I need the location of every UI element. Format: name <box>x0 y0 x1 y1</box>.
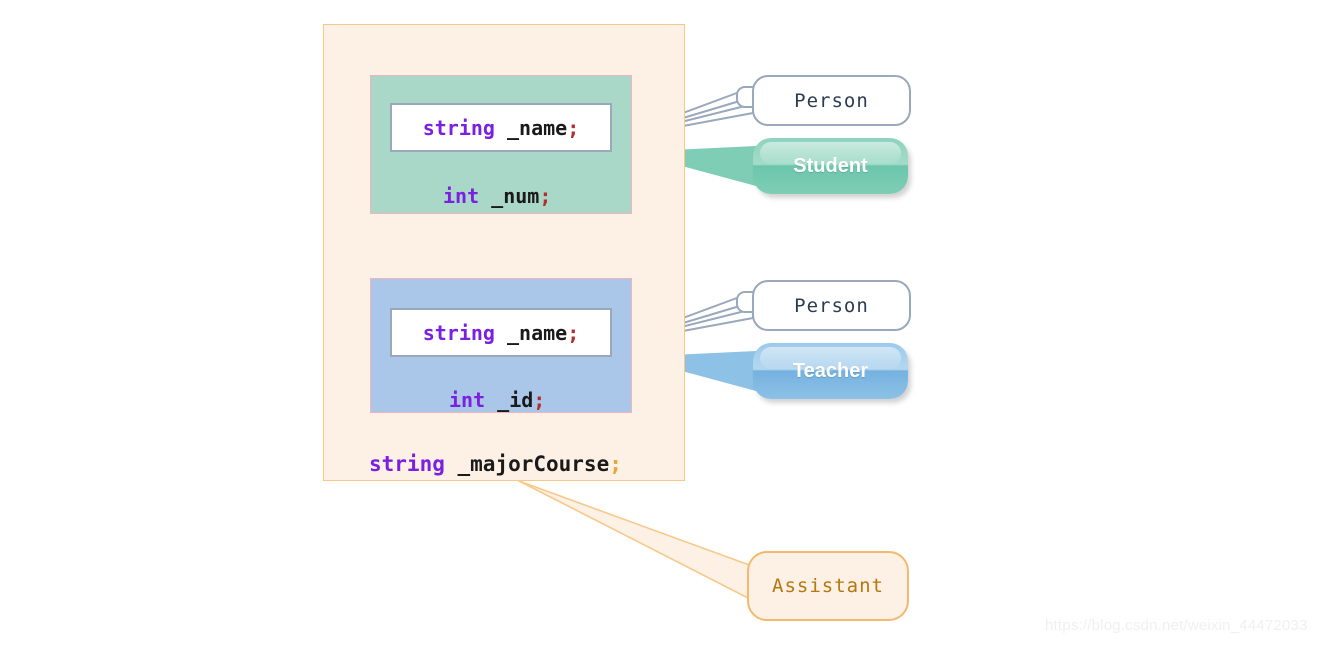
student-label: Student <box>793 154 868 177</box>
keyword-int: int <box>449 388 486 412</box>
semicolon: ; <box>533 388 546 412</box>
person-2-label: Person <box>794 294 869 317</box>
teacher-label-pill[interactable]: Teacher <box>753 343 908 399</box>
assistant-label: Assistant <box>772 575 884 597</box>
watermark-text: https://blog.csdn.net/weixin_44472033 <box>1045 617 1308 634</box>
identifier-name: _name <box>494 320 568 345</box>
semicolon: ; <box>609 452 622 476</box>
person-2-label-bubble[interactable]: Person <box>752 280 911 331</box>
identifier-majorcourse: _majorCourse <box>444 452 610 476</box>
semicolon: ; <box>539 184 552 208</box>
assistant-leader <box>518 480 753 601</box>
semicolon: ; <box>567 320 580 345</box>
keyword-string: string <box>369 452 445 476</box>
teacher-inherited-member: string _name; <box>423 321 580 345</box>
student-inherited-member: string _name; <box>423 116 580 140</box>
keyword-string: string <box>422 320 495 345</box>
person-1-label: Person <box>794 89 869 112</box>
identifier-id: _id <box>485 388 534 412</box>
teacher-own-member: int _id; <box>449 388 545 412</box>
student-inherited-name-box: string _name; <box>390 103 612 152</box>
teacher-inherited-name-box: string _name; <box>390 308 612 357</box>
student-own-member: int _num; <box>443 184 551 208</box>
identifier-num: _num <box>479 184 540 208</box>
assistant-own-member: string _majorCourse; <box>369 452 622 476</box>
student-pill-stub <box>738 153 756 179</box>
keyword-int: int <box>443 184 480 208</box>
keyword-string: string <box>422 115 495 140</box>
identifier-name: _name <box>494 115 568 140</box>
teacher-label: Teacher <box>792 359 869 382</box>
student-label-pill[interactable]: Student <box>753 138 908 194</box>
assistant-label-bubble[interactable]: Assistant <box>747 551 909 621</box>
person-1-label-bubble[interactable]: Person <box>752 75 911 126</box>
teacher-pill-stub <box>738 358 756 384</box>
semicolon: ; <box>567 115 580 140</box>
